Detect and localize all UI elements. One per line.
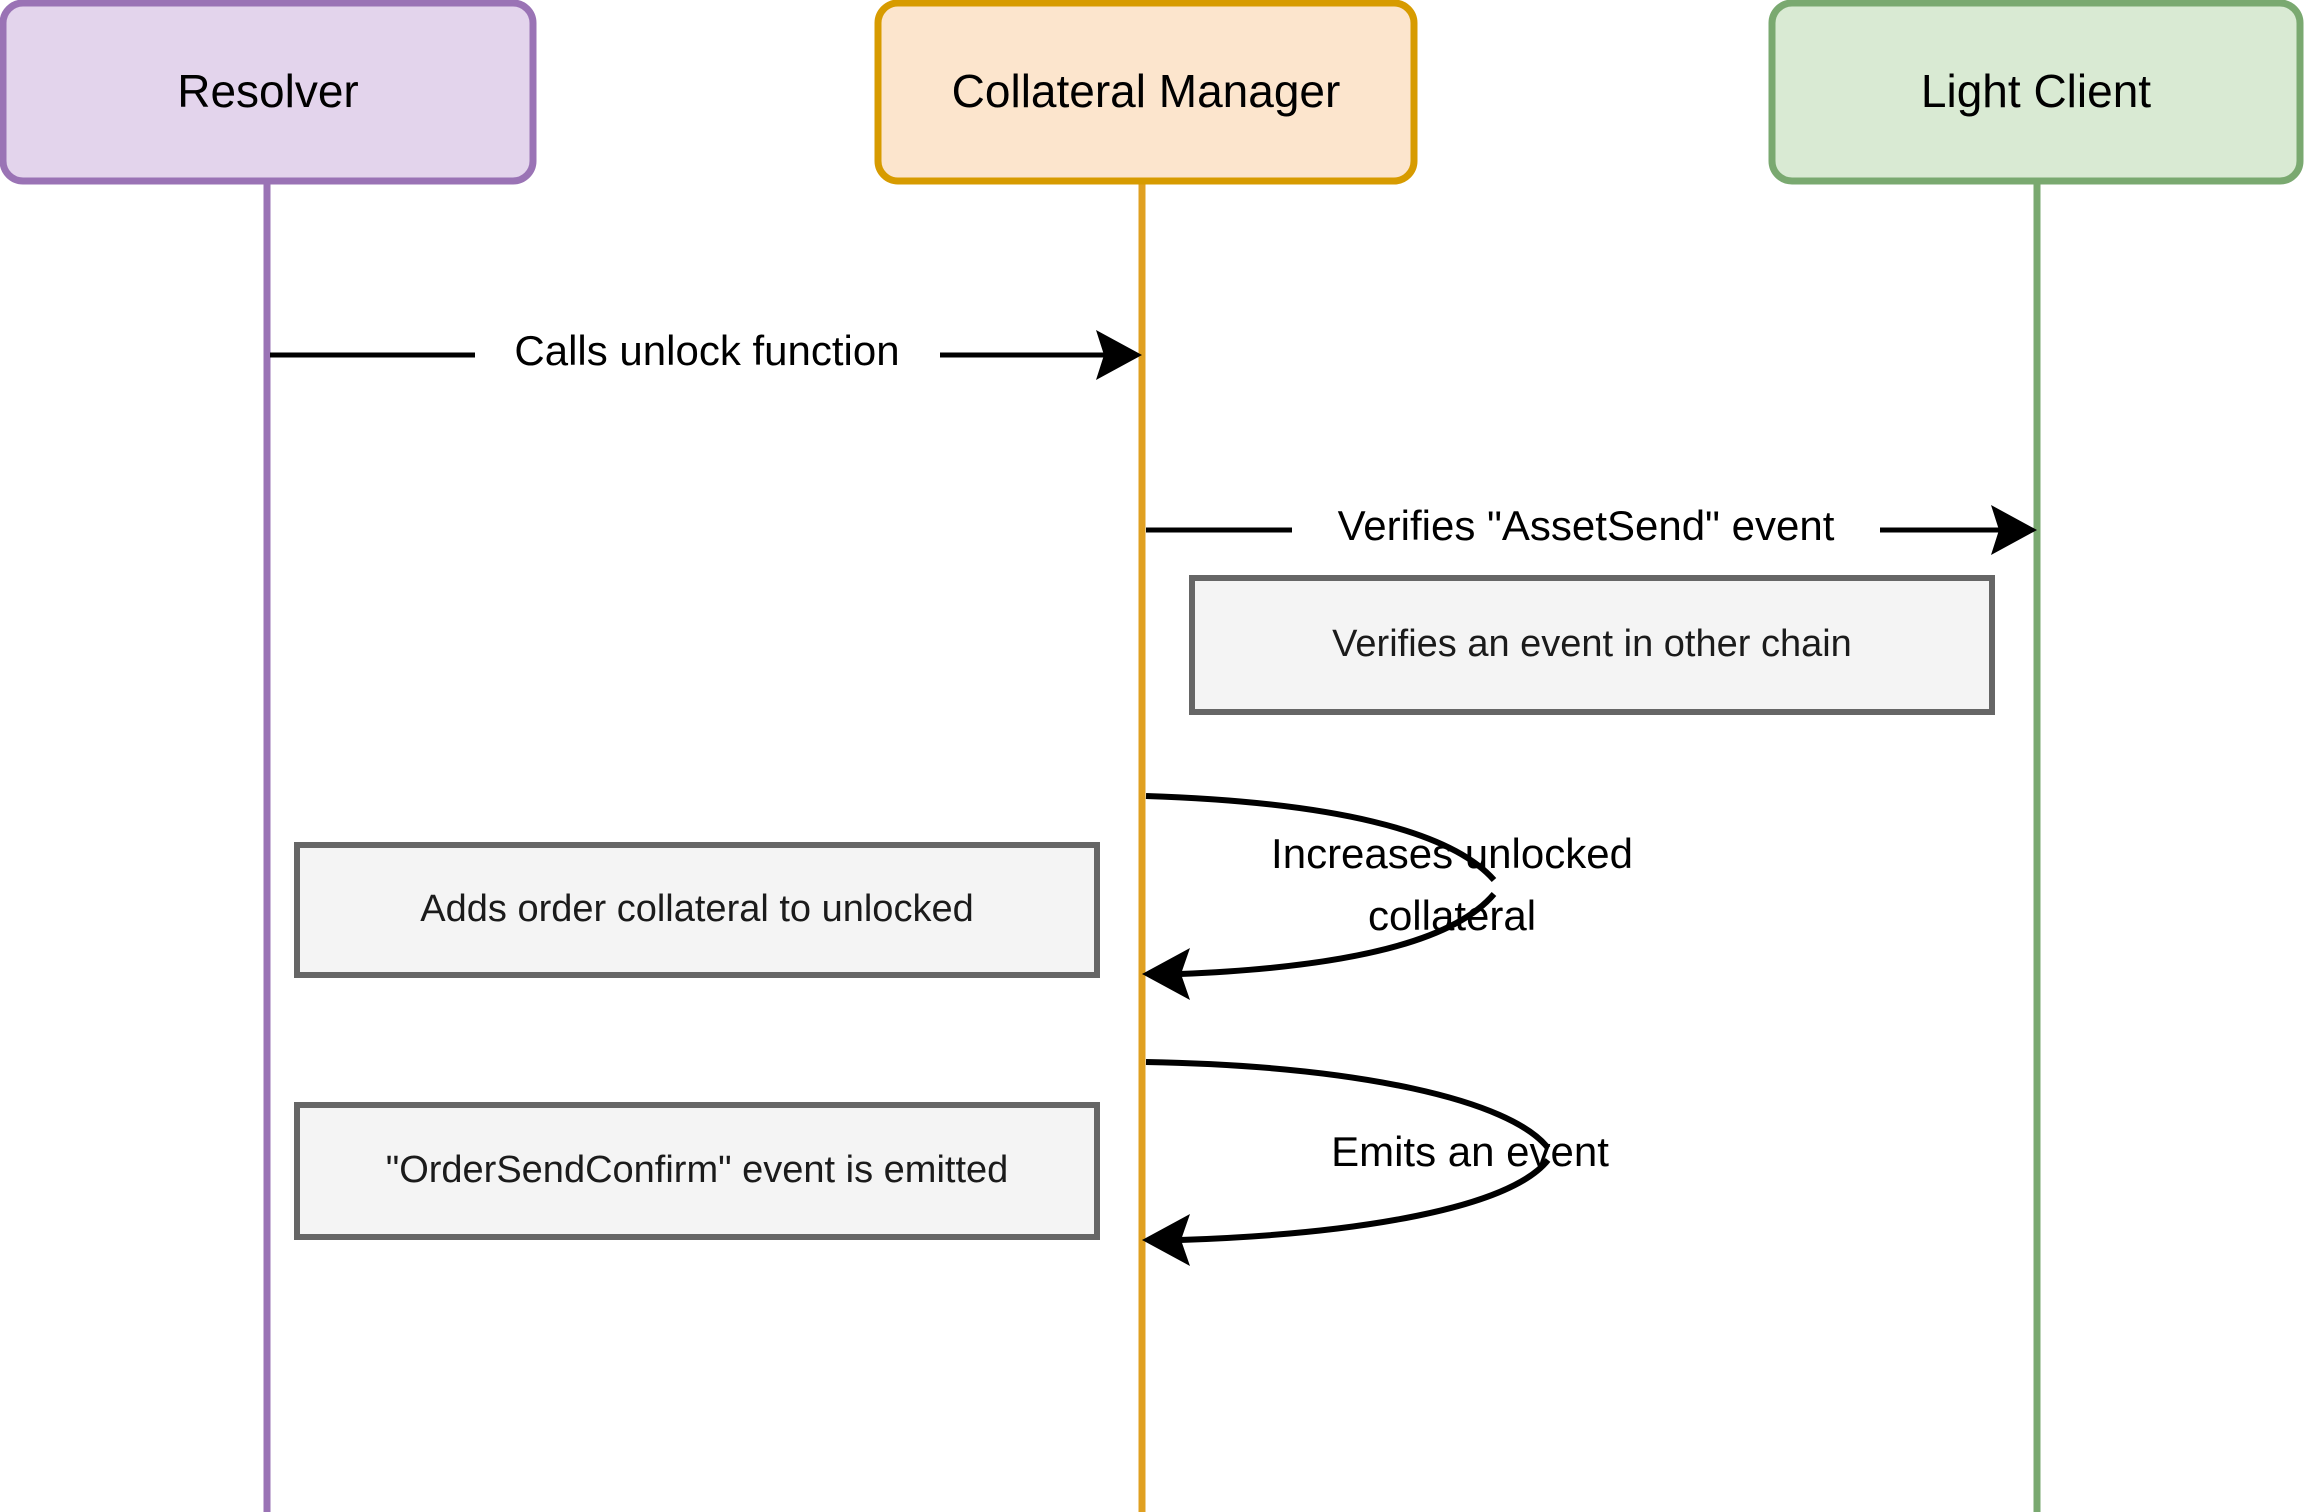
message-arrowhead-calls-unlock-function [1096,330,1142,380]
message-label-increases-unlocked-collateral-line2: collateral [1368,892,1536,939]
message-verifies-assetsend-event[interactable]: Verifies "AssetSend" event [1146,502,2037,555]
message-increases-unlocked-collateral[interactable]: Increases unlocked collateral [1142,793,1633,1000]
message-emits-an-event[interactable]: Emits an event [1142,1059,1609,1266]
note-text-adds-order-collateral: Adds order collateral to unlocked [420,888,973,930]
message-arrowhead-verifies-assetsend-event [1991,505,2037,555]
participant-resolver[interactable]: Resolver [0,0,537,185]
participant-label-resolver: Resolver [177,65,359,117]
message-arrowhead-increases-unlocked-collateral [1142,948,1190,1000]
message-curve-emits-an-event-out [1145,1059,1551,1150]
note-box-verifies-event-other-chain[interactable] [1189,575,1995,715]
message-label-increases-unlocked-collateral-line1: Increases unlocked [1271,830,1633,877]
note-verifies-event-other-chain[interactable]: Verifies an event in other chain [1189,575,1995,715]
message-curve-emits-an-event-in [1179,1158,1551,1243]
note-text-order-send-confirm: "OrderSendConfirm" event is emitted [386,1149,1009,1191]
participant-label-collateral-manager: Collateral Manager [952,65,1341,117]
note-adds-order-collateral[interactable]: Adds order collateral to unlocked [294,842,1100,978]
participant-light-client[interactable]: Light Client [1768,0,2304,185]
message-calls-unlock-function[interactable]: Calls unlock function [270,327,1142,380]
participant-box-collateral-manager[interactable] [874,0,1418,185]
message-label-calls-unlock-function: Calls unlock function [514,327,899,374]
note-text-verifies-event-other-chain: Verifies an event in other chain [1332,623,1852,665]
note-box-order-send-confirm[interactable] [294,1102,1100,1240]
note-box-adds-order-collateral[interactable] [294,842,1100,978]
participant-box-light-client[interactable] [1768,0,2304,185]
lifelines-group [263,181,2041,1512]
note-order-send-confirm[interactable]: "OrderSendConfirm" event is emitted [294,1102,1100,1240]
message-arrowhead-emits-an-event [1142,1214,1190,1266]
participant-box-resolver[interactable] [0,0,537,185]
message-curve-increases-unlocked-collateral-in [1179,892,1497,977]
participant-collateral-manager[interactable]: Collateral Manager [874,0,1418,185]
message-label-verifies-assetsend-event: Verifies "AssetSend" event [1338,502,1835,549]
message-curve-increases-unlocked-collateral-out [1145,793,1497,882]
participant-label-light-client: Light Client [1921,65,2151,117]
message-label-emits-an-event: Emits an event [1331,1128,1609,1175]
